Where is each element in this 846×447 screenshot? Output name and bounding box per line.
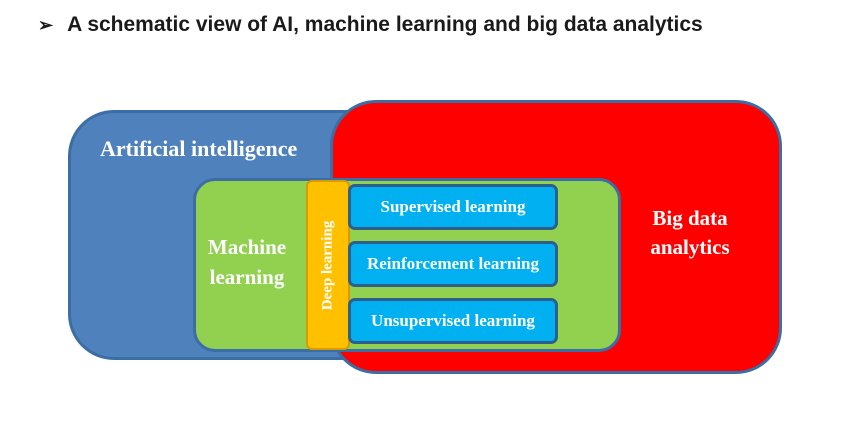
artificial-intelligence-label: Artificial intelligence [100, 136, 298, 161]
supervised-learning-box: Supervised learning [348, 184, 558, 230]
reinforcement-learning-box: Reinforcement learning [348, 241, 558, 287]
slide-title: A schematic view of AI, machine learning… [67, 13, 703, 36]
supervised-learning-label: Supervised learning [380, 197, 526, 216]
machine-learning-label: Machine learning [207, 235, 287, 289]
arrow-bullet-icon: ➢ [38, 14, 54, 35]
slide-heading: ➢ A schematic view of AI, machine learni… [38, 8, 703, 42]
big-data-analytics-label: Big data analytics [650, 206, 730, 259]
unsupervised-learning-box: Unsupervised learning [348, 298, 558, 344]
deep-learning-region: Deep learning [306, 180, 350, 350]
reinforcement-learning-label: Reinforcement learning [366, 254, 539, 273]
deep-learning-label: Deep learning [319, 220, 336, 310]
unsupervised-learning-label: Unsupervised learning [371, 311, 535, 330]
